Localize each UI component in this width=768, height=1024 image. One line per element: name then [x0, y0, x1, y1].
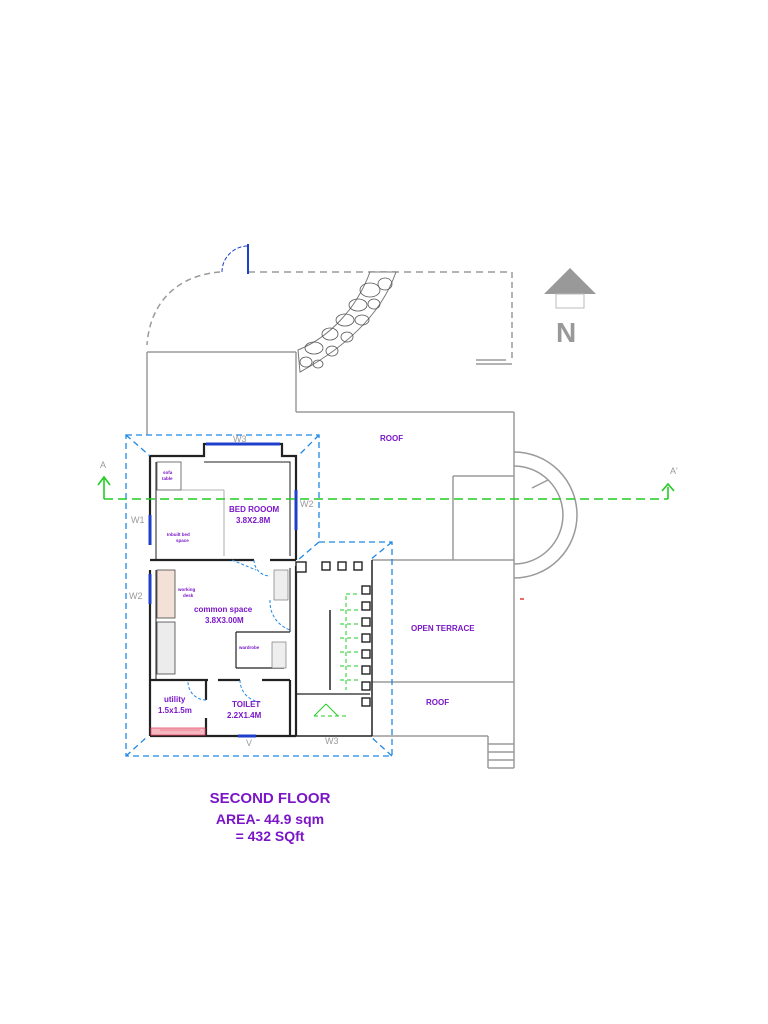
section-label-right: A'	[670, 466, 678, 476]
window-tag-v: V	[246, 738, 252, 748]
label-utility-size: 1.5x1.5m	[158, 706, 192, 715]
label-roof-bottom: ROOF	[426, 698, 449, 707]
label-desk-2: desk	[183, 593, 194, 598]
stone-paving	[297, 271, 397, 373]
hatched-furniture	[150, 461, 289, 736]
label-wardrobe: wardrobe	[238, 645, 260, 650]
label-bed-2: space	[176, 538, 189, 543]
label-common-name: common space	[194, 605, 253, 614]
label-bedroom-name: BED ROOOM	[229, 505, 280, 514]
floor-boundary-dashed	[125, 434, 393, 757]
windows	[148, 442, 298, 738]
label-open-terrace: OPEN TERRACE	[411, 624, 475, 633]
window-tag-w2-left: W2	[129, 591, 143, 601]
section-label-left: A	[100, 460, 106, 470]
north-label: N	[556, 317, 576, 348]
label-utility-name: utility	[164, 695, 186, 704]
plan-title: SECOND FLOOR	[209, 790, 331, 807]
label-bed-1: Inbuilt bed	[167, 532, 190, 537]
label-sofa-2: table	[162, 476, 173, 481]
window-tag-w3-top: W3	[233, 434, 247, 444]
roof-outline	[146, 271, 578, 769]
plan-area-sqm: AREA- 44.9 sqm	[215, 811, 325, 827]
label-toilet-size: 2.2X1.4M	[227, 711, 262, 720]
plan-area-sqft: = 432 SQft	[235, 828, 305, 844]
door-swings	[187, 559, 291, 703]
label-sofa-1: sofa	[163, 470, 173, 475]
columns	[295, 561, 371, 707]
label-toilet-name: TOILET	[232, 700, 260, 709]
north-arrow-icon	[544, 268, 596, 309]
label-roof-top: ROOF	[380, 434, 403, 443]
window-tag-w1: W1	[131, 515, 145, 525]
label-bedroom-size: 3.8X2.8M	[236, 516, 271, 525]
stair-treads	[313, 593, 358, 717]
label-common-size: 3.8X3.00M	[205, 616, 244, 625]
entrance-door-swing	[221, 245, 249, 273]
window-tag-w2-right: W2	[300, 499, 314, 509]
label-desk-1: working	[177, 587, 196, 592]
section-line	[97, 475, 675, 500]
window-tag-w3-bottom: W3	[325, 736, 339, 746]
